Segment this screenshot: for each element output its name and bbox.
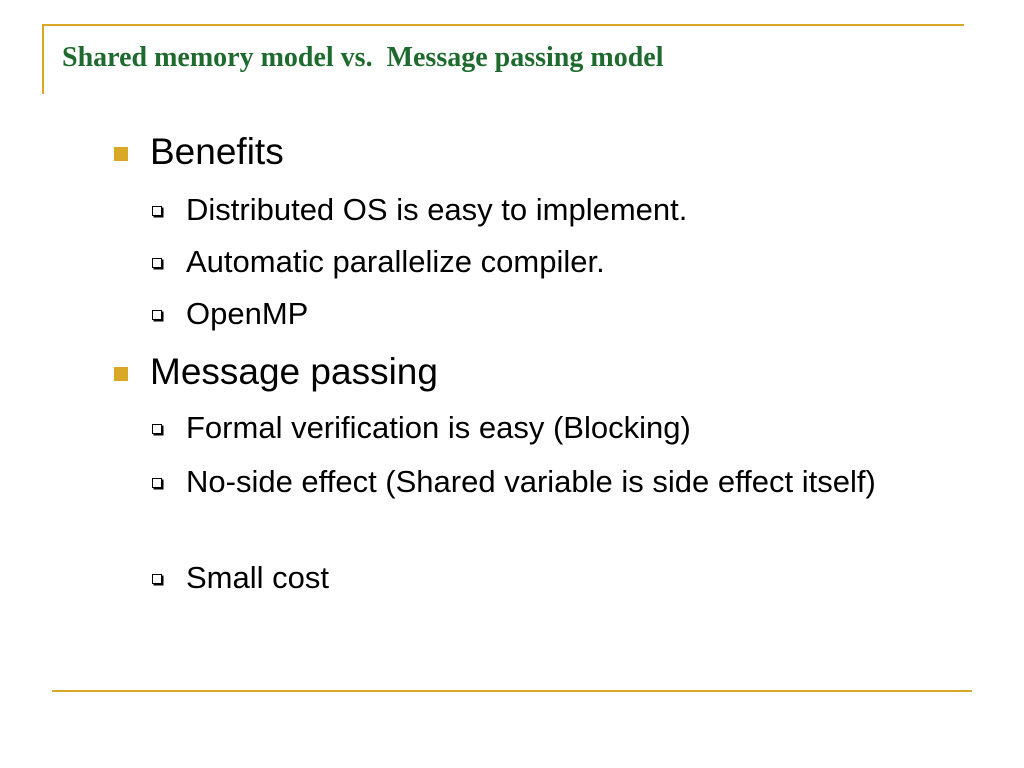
list-item-text: Distributed OS is easy to implement. xyxy=(186,192,688,227)
left-rule xyxy=(42,24,44,94)
hollow-square-bullet-icon xyxy=(152,478,162,488)
square-bullet-icon xyxy=(114,147,128,161)
hollow-square-bullet-icon xyxy=(152,574,162,584)
list-item-text: Automatic parallelize compiler. xyxy=(186,244,605,279)
section-heading-text: Message passing xyxy=(150,351,438,392)
top-rule xyxy=(42,24,964,26)
list-item-text: Formal verification is easy (Blocking) xyxy=(186,410,691,445)
section-heading-text: Benefits xyxy=(150,131,284,172)
square-bullet-icon xyxy=(114,367,128,381)
hollow-square-bullet-icon xyxy=(152,206,162,216)
hollow-square-bullet-icon xyxy=(152,424,162,434)
hollow-square-bullet-icon xyxy=(152,310,162,320)
bottom-rule xyxy=(52,690,972,692)
list-item-text: OpenMP xyxy=(186,296,309,331)
slide-title: Shared memory model vs. Message passing … xyxy=(62,42,664,73)
list-item-text: Small cost xyxy=(186,560,329,595)
hollow-square-bullet-icon xyxy=(152,258,162,268)
list-item-text: No-side effect (Shared variable is side … xyxy=(186,464,876,499)
